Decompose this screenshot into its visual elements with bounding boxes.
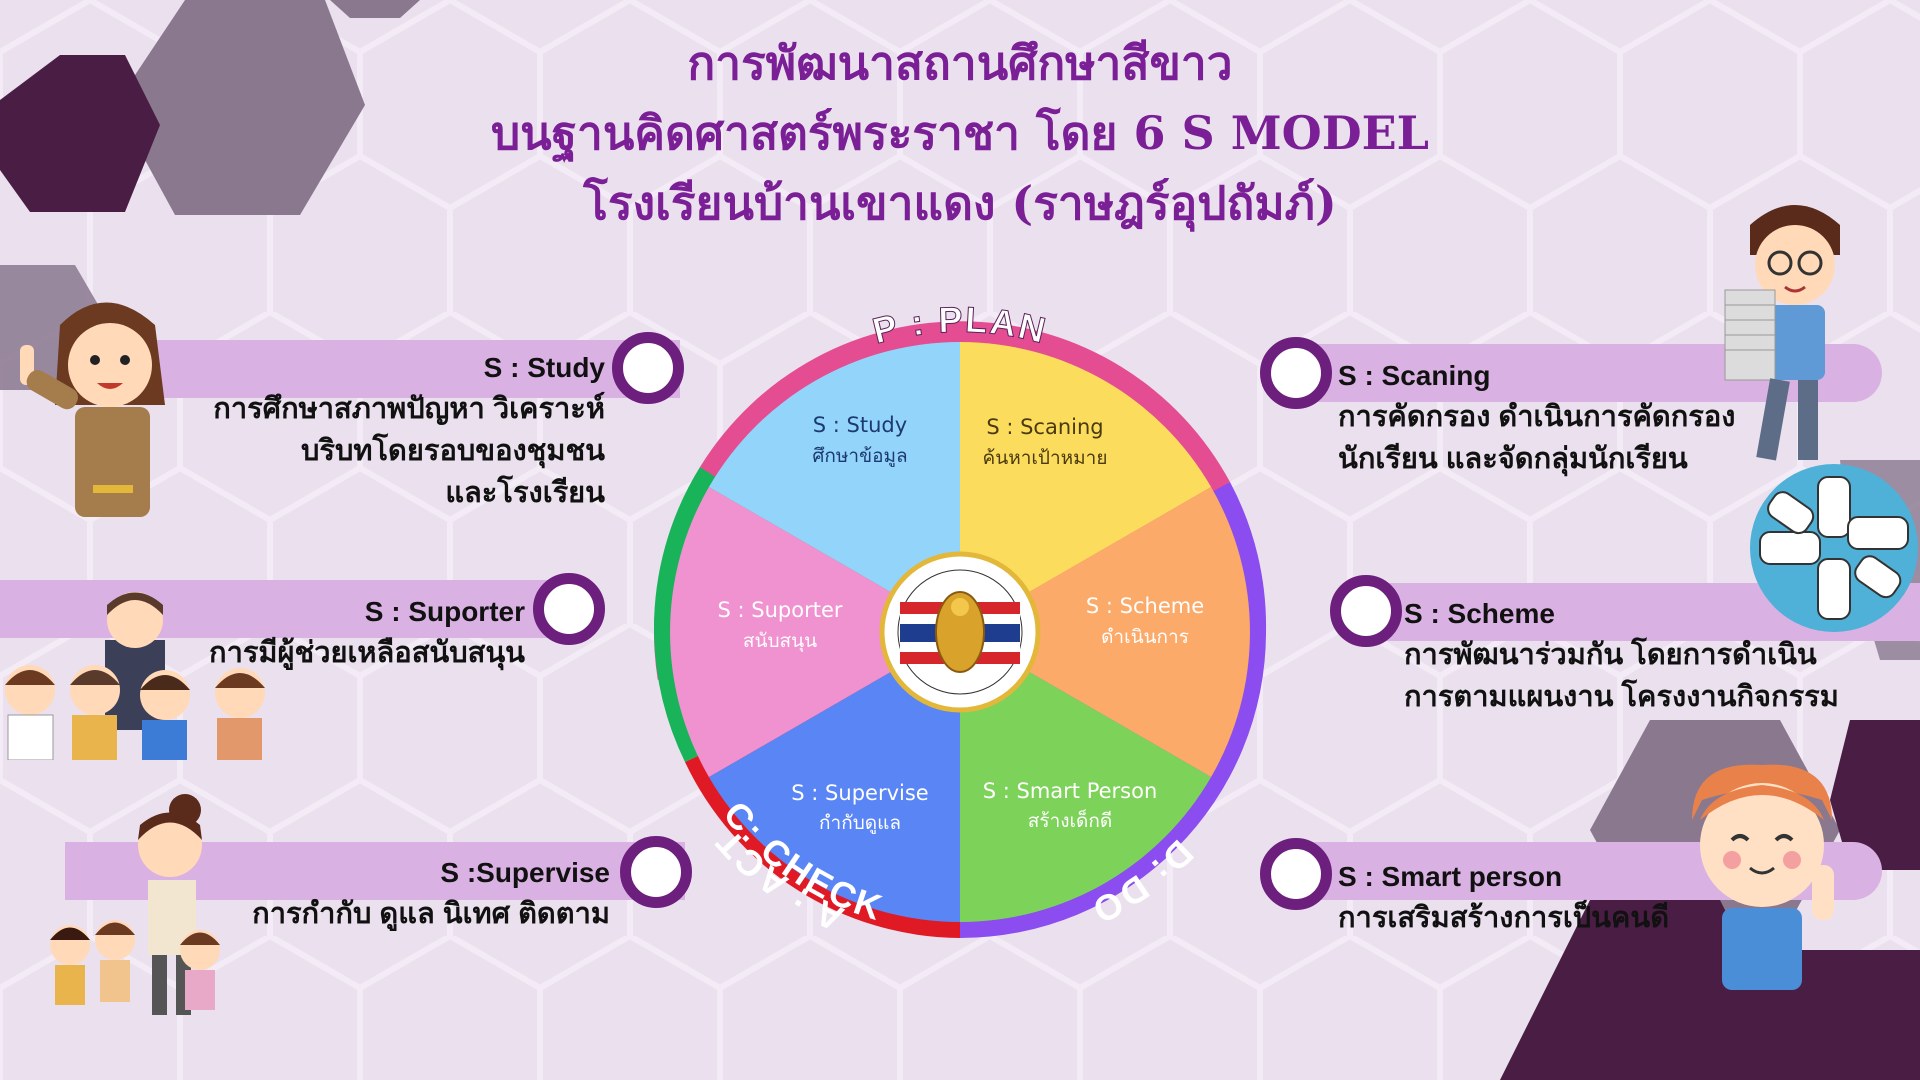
segment-suporter-title: S : Suporter	[718, 598, 843, 622]
right-scheme-heading: S : Scheme	[1404, 598, 1555, 629]
ring-supervise	[620, 836, 692, 908]
right-smart-heading: S : Smart person	[1338, 861, 1563, 892]
title-line-3: โรงเรียนบ้านเขาแดง (ราษฎร์อุปถัมภ์)	[583, 176, 1337, 230]
segment-suporter	[670, 487, 960, 777]
title-line-1: การพัฒนาสถานศึกษาสีขาว	[687, 36, 1233, 90]
segment-study	[708, 342, 960, 632]
segment-smart-title: S : Smart Person	[983, 779, 1158, 803]
ring-study	[612, 332, 684, 404]
segment-scheme	[960, 487, 1250, 777]
left-study-line-2: บริบทโดยรอบของชุมชน	[300, 435, 605, 467]
right-scheme-line-2: การตามแผนงาน โครงงานกิจกรรม	[1404, 681, 1839, 713]
pdca-wheel: P : PLAN A : ACT C: CHECK D: DO S : Stud…	[653, 298, 1267, 940]
ring-scaning	[1260, 337, 1332, 409]
left-supervise: S :Supervise การกำกับ ดูแล นิเทศ ติดตาม	[150, 853, 610, 935]
segment-scaning	[960, 342, 1212, 632]
band-suporter	[0, 580, 570, 638]
inner-segments	[670, 342, 1250, 922]
right-scaning-heading: S : Scaning	[1338, 360, 1491, 391]
segment-smart	[960, 632, 1212, 922]
right-scaning: S : Scaning การคัดกรอง ดำเนินการคัดกรอง …	[1338, 356, 1838, 480]
left-study-line-3: และโรงเรียน	[445, 477, 605, 509]
segment-scheme-sub: ดำเนินการ	[1101, 626, 1189, 648]
segment-supervise	[708, 632, 960, 922]
left-suporter: S : Suporter การมีผู้ช่วยเหลือสนับสนุน	[100, 592, 525, 674]
left-study: S : Study การศึกษาสภาพปัญหา วิเคราะห์ บร…	[150, 348, 605, 514]
title-line-2: บนฐานคิดศาสตร์พระราชา โดย 6 S MODEL	[490, 106, 1430, 160]
right-scheme-line-1: การพัฒนาร่วมกัน โดยการดำเนิน	[1404, 639, 1817, 671]
teacher-with-kids-icon	[50, 794, 220, 1015]
left-supervise-heading: S :Supervise	[440, 857, 610, 888]
ring-suporter	[533, 573, 605, 645]
teacher-pointing-icon	[20, 302, 165, 517]
hands-together-icon	[1750, 464, 1918, 632]
segment-study-sub: ศึกษาข้อมูล	[812, 445, 907, 467]
right-smart-line-1: การเสริมสร้างการเป็นคนดี	[1338, 902, 1670, 934]
segment-study-title: S : Study	[813, 413, 907, 437]
ring-smart	[1260, 838, 1332, 910]
ring-scheme	[1330, 575, 1402, 647]
right-scheme: S : Scheme การพัฒนาร่วมกัน โดยการดำเนิน …	[1404, 594, 1914, 718]
left-suporter-heading: S : Suporter	[364, 596, 525, 627]
segment-scaning-sub: ค้นหาเป้าหมาย	[983, 447, 1108, 469]
right-scaning-line-2: นักเรียน และจัดกลุ่มนักเรียน	[1338, 443, 1688, 475]
school-emblem-icon	[879, 551, 1041, 713]
segment-supervise-title: S : Supervise	[791, 781, 928, 805]
children-group-icon	[5, 592, 265, 760]
segment-suporter-sub: สนับสนุน	[743, 630, 817, 653]
left-suporter-line-1: การมีผู้ช่วยเหลือสนับสนุน	[209, 637, 525, 669]
smiling-boy-icon	[1692, 764, 1834, 990]
right-scaning-line-1: การคัดกรอง ดำเนินการคัดกรอง	[1338, 401, 1736, 433]
segment-scaning-title: S : Scaning	[986, 415, 1103, 439]
man-carrying-books-icon	[1724, 205, 1840, 461]
segment-scheme-title: S : Scheme	[1086, 594, 1204, 618]
left-study-line-1: การศึกษาสภาพปัญหา วิเคราะห์	[213, 393, 605, 425]
segment-supervise-sub: กำกับดูแล	[819, 812, 901, 834]
right-smart: S : Smart person การเสริมสร้างการเป็นคนด…	[1338, 857, 1838, 939]
band-study	[150, 340, 680, 398]
left-study-heading: S : Study	[483, 352, 605, 383]
segment-smart-sub: สร้างเด็กดี	[1028, 808, 1112, 832]
left-supervise-line-1: การกำกับ ดูแล นิเทศ ติดตาม	[252, 898, 610, 930]
